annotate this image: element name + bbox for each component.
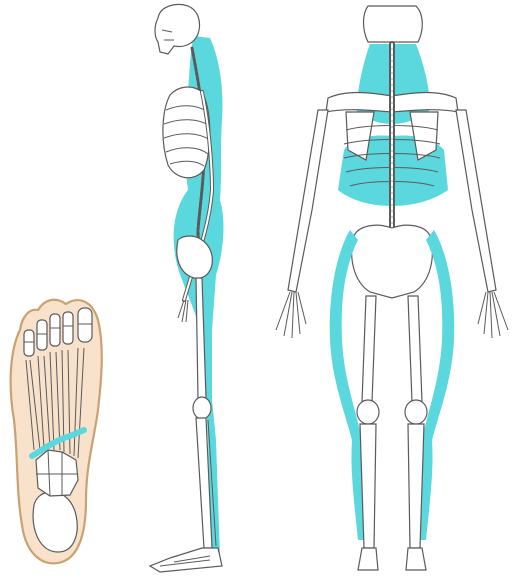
lateral-hand — [178, 300, 188, 322]
posterior-femur-left — [362, 296, 376, 402]
posterior-skeleton-figure — [258, 0, 519, 579]
posterior-arm-left — [288, 110, 328, 292]
posterior-hand-left — [276, 292, 306, 338]
posterior-femur-right — [408, 296, 422, 402]
foot-figure — [0, 290, 112, 572]
posterior-knee-left — [357, 400, 379, 424]
lateral-skeleton-figure — [140, 0, 250, 579]
posterior-arm-right — [456, 110, 496, 292]
posterior-knee-right — [405, 400, 427, 424]
lateral-skeleton-drawing — [140, 0, 250, 579]
posterior-skeleton-drawing — [258, 0, 519, 579]
lateral-knee — [193, 397, 211, 419]
foot-drawing — [0, 290, 112, 572]
posterior-foot-left — [358, 548, 378, 570]
posterior-foot-right — [406, 548, 426, 570]
posterior-pelvis — [352, 225, 433, 298]
posterior-skull — [364, 6, 423, 42]
foot-tarsals — [36, 450, 78, 496]
posterior-hand-right — [478, 292, 508, 338]
